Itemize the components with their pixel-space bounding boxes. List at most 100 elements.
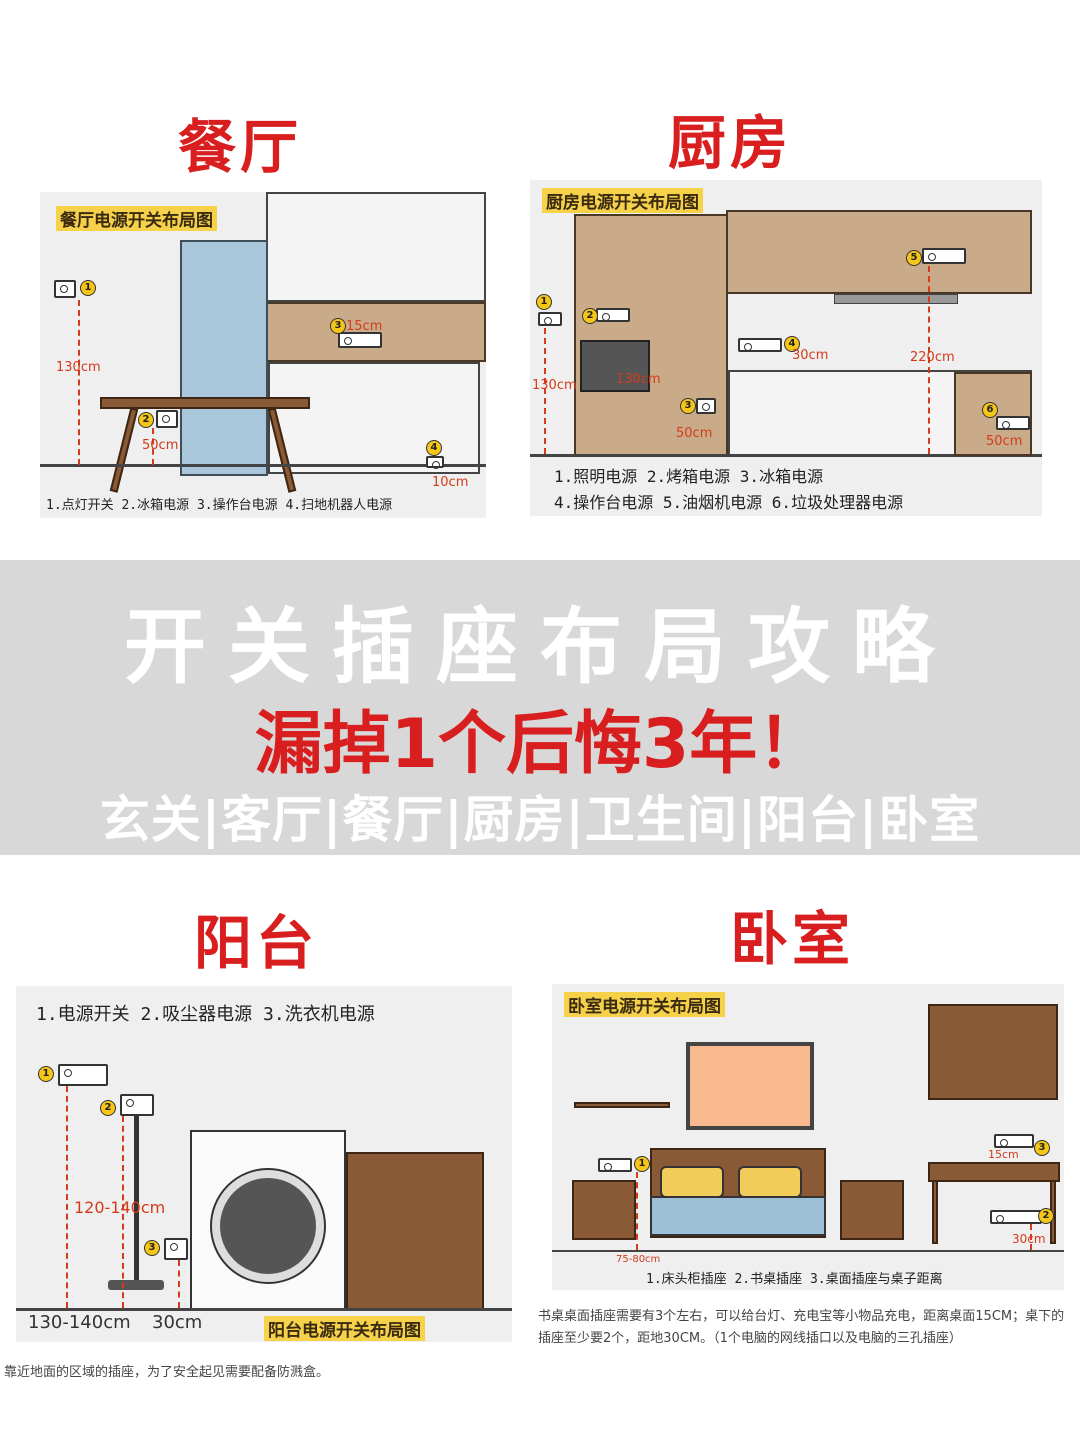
balcony-title: 阳台	[194, 909, 319, 977]
bedroom-note: 书桌桌面插座需要有3个左右，可以给台灯、充电宝等小物品充电，距离桌面15CM；桌…	[538, 1309, 1065, 1346]
fridge-outlet	[696, 398, 716, 414]
desktop-outlet	[994, 1134, 1034, 1148]
dining-panel: 餐厅电源开关布局图 1 2 3 4 130cm 15cm 50cm 10cm 1…	[40, 192, 486, 518]
dim-30cm: 30cm	[792, 348, 829, 363]
washer-door	[210, 1168, 326, 1284]
dim-30cm: 30cm	[1012, 1232, 1046, 1246]
badge-3: 3	[1034, 1140, 1050, 1156]
desk	[928, 1162, 1060, 1182]
dining-legend: 1.点灯开关 2.冰箱电源 3.操作台电源 4.扫地机器人电源	[46, 498, 393, 513]
dim-line	[66, 1086, 68, 1308]
kitchen-caption: 厨房电源开关布局图	[542, 188, 703, 213]
badge-2: 2	[100, 1100, 116, 1116]
dim-220cm: 220cm	[910, 350, 955, 365]
wall-shelf	[574, 1102, 670, 1108]
nightstand-left	[572, 1180, 636, 1240]
dim-50cm: 50cm	[676, 426, 713, 441]
balcony-caption: 阳台电源开关布局图	[264, 1316, 425, 1341]
hood-outlet	[922, 248, 966, 264]
oven-outlet	[596, 308, 630, 322]
banner: 开关插座布局攻略 漏掉1个后悔3年！ 玄关|客厅|餐厅|厨房|卫生间|阳台|卧室	[0, 560, 1080, 855]
dim-line	[1030, 1224, 1032, 1250]
wall-painting	[686, 1042, 814, 1130]
shelf	[266, 302, 486, 362]
bedroom-legend: 1.床头柜插座 2.书桌插座 3.桌面插座与桌子距离	[646, 1272, 943, 1287]
bookshelf	[928, 1004, 1058, 1100]
floor-line	[40, 464, 486, 467]
badge-1: 1	[536, 294, 552, 310]
bed-mattress	[650, 1196, 826, 1236]
badge-1: 1	[80, 280, 96, 296]
dim-50cm-b: 50cm	[986, 434, 1023, 449]
base-cabinet	[268, 362, 480, 474]
vacuum-pole	[134, 1108, 139, 1288]
badge-2: 2	[138, 412, 154, 428]
badge-4: 4	[784, 336, 800, 352]
dim-75-80cm: 75-80cm	[616, 1254, 661, 1265]
fridge	[180, 240, 268, 476]
badge-2: 2	[582, 308, 598, 324]
dim-130cm: 130cm	[56, 360, 101, 375]
dim-120-140cm: 120-140cm	[74, 1198, 166, 1217]
balcony-cabinet	[346, 1152, 484, 1310]
dim-line	[78, 300, 80, 465]
banner-title: 开关插座布局攻略	[123, 600, 956, 695]
badge-5: 5	[906, 250, 922, 266]
counter-outlet	[738, 338, 782, 352]
vacuum-base	[108, 1280, 164, 1290]
pillow	[660, 1166, 724, 1198]
badge-2: 2	[1038, 1208, 1054, 1224]
floor-line	[16, 1308, 512, 1311]
dining-title: 餐厅	[178, 113, 303, 181]
pillow	[738, 1166, 802, 1198]
nightstand-right	[840, 1180, 904, 1240]
dim-30cm: 30cm	[152, 1312, 203, 1333]
dining-table	[100, 397, 310, 409]
balcony-note: 靠近地面的区域的插座，为了安全起见需要配备防溅盒。	[4, 1365, 330, 1380]
upper-cabinet	[726, 210, 1032, 294]
badge-3: 3	[144, 1240, 160, 1256]
badge-3: 3	[680, 398, 696, 414]
dim-15cm: 15cm	[988, 1148, 1019, 1161]
oven	[580, 340, 650, 392]
range-hood	[834, 294, 958, 304]
badge-6: 6	[982, 402, 998, 418]
dim-130-140cm: 130-140cm	[28, 1312, 131, 1333]
dim-15cm: 15cm	[346, 319, 383, 334]
dim-line	[178, 1260, 180, 1308]
robot-outlet	[426, 456, 444, 469]
light-switch	[538, 312, 562, 326]
badge-3: 3	[330, 318, 346, 334]
dim-line	[122, 1116, 124, 1308]
dim-50cm: 50cm	[142, 438, 179, 453]
floor-line	[552, 1250, 1064, 1252]
dim-10cm: 10cm	[432, 475, 469, 490]
disposal-outlet	[996, 416, 1030, 430]
kitchen-legend-line2: 4.操作台电源 5.油烟机电源 6.垃圾处理器电源	[554, 493, 904, 512]
badge-1: 1	[38, 1066, 54, 1082]
banner-rooms: 玄关|客厅|餐厅|厨房|卫生间|阳台|卧室	[99, 791, 981, 849]
balcony-legend: 1.电源开关 2.吸尘器电源 3.洗衣机电源	[36, 1004, 375, 1025]
desk-outlet	[990, 1210, 1042, 1224]
floor-line	[530, 454, 1042, 457]
kitchen-legend-line1: 1.照明电源 2.烤箱电源 3.冰箱电源	[554, 467, 824, 486]
banner-subtitle: 漏掉1个后悔3年！	[254, 705, 826, 784]
bedroom-title: 卧室	[730, 905, 855, 973]
dining-caption: 餐厅电源开关布局图	[56, 206, 217, 231]
dim-130cm-b: 130cm	[616, 372, 661, 387]
dim-line	[152, 428, 154, 465]
bedroom-caption: 卧室电源开关布局图	[564, 992, 725, 1017]
nightstand-outlet	[598, 1158, 632, 1172]
kitchen-title: 厨房	[668, 109, 793, 177]
kitchen-panel: 厨房电源开关布局图 1 2 3 4 5 6 130cm 130cm 50cm 3…	[530, 180, 1042, 516]
table-leg	[109, 407, 139, 493]
badge-1: 1	[634, 1156, 650, 1172]
vacuum-outlet	[120, 1094, 154, 1116]
washer-outlet	[164, 1238, 188, 1260]
dim-line	[928, 266, 930, 454]
fridge-outlet	[156, 410, 178, 428]
dim-130cm-a: 130cm	[532, 378, 577, 393]
power-switch	[58, 1064, 108, 1086]
tall-cabinet	[574, 214, 728, 456]
light-switch	[54, 280, 76, 298]
